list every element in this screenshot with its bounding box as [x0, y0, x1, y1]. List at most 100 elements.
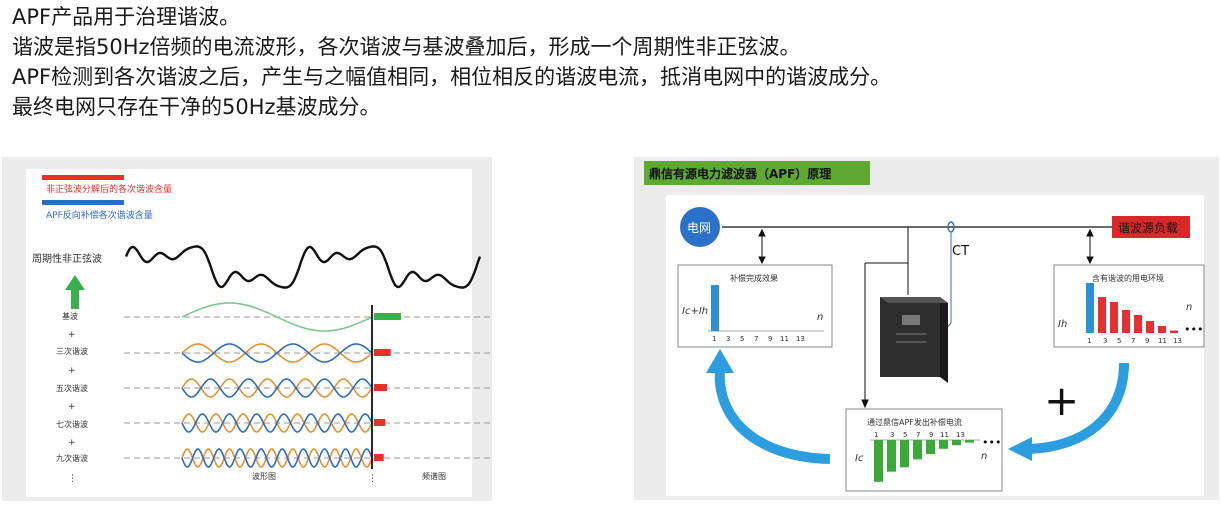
apf-output-chart-box	[845, 408, 1003, 492]
apf-output-bar	[900, 440, 909, 468]
row-label-7th: 七次谐波	[56, 419, 88, 429]
tick-label: 9	[1145, 337, 1149, 345]
tick-label: 7	[916, 431, 920, 439]
tick-label: 3	[1103, 337, 1107, 345]
spectrum-axis-label: 频谱图	[422, 471, 446, 481]
harmonic-decomposition-panel: 非正弦波分解后的各次谐波含量 APF反向补偿各次谐波含量 周期性非正弦波 基波 …	[2, 157, 492, 501]
spectrum-bar-fundamental	[374, 313, 401, 320]
apf-output-title: 通过鼎信APF发出补偿电流	[867, 417, 962, 427]
tick-label: 3	[890, 431, 894, 439]
waveform-axis-label: 波形图	[252, 471, 276, 481]
compensated-bar-1	[711, 285, 719, 331]
harmonic-3-wave-blue	[181, 343, 373, 363]
spectrum-bar-7th	[374, 419, 386, 426]
apf-principle-figure: 鼎信有源电力滤波器（APF）原理 电网 谐波源负载 CT	[644, 161, 1205, 496]
tick-label: 9	[768, 335, 772, 343]
fundamental-wave	[181, 302, 373, 332]
compensated-chart-box	[677, 264, 833, 348]
return-arrow-left	[714, 368, 831, 464]
apf-output-bars	[874, 440, 974, 482]
figure-background	[26, 169, 472, 497]
tick-label: 5	[903, 431, 907, 439]
intro-line-2: 谐波是指50Hz倍频的电流波形，各次谐波与基波叠加后，形成一个周期性非正弦波。	[12, 35, 801, 59]
compensated-title: 补偿完成效果	[730, 273, 778, 283]
waveform-label: 周期性非正弦波	[32, 252, 102, 265]
row-label-3rd: 三次谐波	[56, 346, 88, 356]
apf-output-ylabel: Ic	[855, 453, 864, 464]
apf-output-ellipsis: •••	[982, 436, 1001, 449]
tick-label: 13	[1173, 337, 1182, 345]
tick-label: 1	[712, 335, 716, 343]
spectrum-bar-5th	[374, 384, 387, 391]
apf-output-bar	[965, 440, 974, 443]
apf-output-bar	[939, 440, 948, 449]
harmonic-bar	[1158, 326, 1166, 333]
tick-label: 1	[874, 431, 878, 439]
harmonic-decomposition-figure: 非正弦波分解后的各次谐波含量 APF反向补偿各次谐波含量 周期性非正弦波 基波 …	[26, 169, 492, 497]
load-box	[1112, 216, 1190, 238]
diagram-title: 鼎信有源电力滤波器（APF）原理	[649, 166, 831, 181]
harmonic-bar	[1086, 283, 1094, 333]
tick-label: 3	[726, 335, 730, 343]
apf-output-bar	[913, 440, 922, 460]
harmonic-7-wave-blue	[181, 413, 373, 433]
harmonic-chart-box	[1053, 264, 1205, 348]
compensated-ylabel: Ic+Ih	[682, 306, 708, 317]
return-arrow-right	[1028, 362, 1129, 454]
plus-sign-2: +	[68, 366, 76, 376]
plus-sign-1: +	[68, 330, 76, 340]
harmonic-5-wave-blue	[181, 378, 373, 398]
legend-blue-label: APF反向补偿各次谐波含量	[46, 209, 153, 221]
legend-red-label: 非正弦波分解后的各次谐波含量	[46, 183, 172, 195]
apf-device-icon	[880, 297, 948, 383]
plus-icon: +	[1044, 376, 1079, 425]
tick-label: 9	[929, 431, 933, 439]
harmonic-ylabel: Ih	[1058, 319, 1067, 330]
harmonic-n-label: n	[1186, 302, 1192, 313]
sum-arrow-icon	[65, 275, 85, 309]
harmonic-bar	[1098, 297, 1106, 333]
diagram-title-bg	[644, 161, 870, 185]
harmonic-bar	[1110, 302, 1118, 333]
tick-label: 5	[740, 335, 744, 343]
apf-principle-panel: 鼎信有源电力滤波器（APF）原理 电网 谐波源负载 CT	[634, 157, 1219, 500]
apf-output-bar	[952, 440, 961, 446]
spectrum-bar-9th	[374, 454, 384, 461]
legend-blue-swatch	[42, 200, 124, 205]
spectrum-bar-3rd	[374, 349, 391, 356]
apf-output-bar	[887, 440, 896, 472]
composite-waveform	[124, 245, 482, 289]
tick-label: 13	[956, 431, 965, 439]
harmonic-bar	[1146, 321, 1154, 333]
load-label: 谐波源负载	[1118, 221, 1178, 235]
tick-label: 11	[1158, 337, 1167, 345]
separator-dots: ⋮	[368, 474, 377, 484]
harmonic-ellipsis: •••	[1184, 323, 1203, 336]
harmonic-9-wave-blue	[181, 448, 373, 468]
ct-label: CT	[952, 244, 969, 259]
apf-output-bar	[926, 440, 935, 455]
left-dots: ⋮	[68, 474, 77, 484]
plus-sign-3: +	[68, 402, 76, 412]
tick-label: 13	[796, 335, 805, 343]
tick-label: 11	[940, 431, 949, 439]
intro-line-4: 最终电网只存在干净的50Hz基波成分。	[12, 95, 381, 119]
tick-label: 5	[1117, 337, 1121, 345]
apf-output-n-label: n	[981, 451, 987, 462]
harmonic-bar	[1170, 330, 1178, 333]
return-arrow-left-head	[706, 349, 734, 373]
connector-arrows	[758, 227, 1094, 409]
ct-sensor-icon	[947, 221, 955, 233]
intro-text: APF产品用于治理谐波。 谐波是指50Hz倍频的电流波形，各次谐波与基波叠加后，…	[12, 2, 1212, 122]
legend-red-swatch	[42, 175, 124, 180]
intro-line-1: APF产品用于治理谐波。	[12, 5, 241, 29]
harmonic-title: 含有谐波的用电环境	[1092, 273, 1164, 283]
tick-label: 7	[754, 335, 758, 343]
tick-label: 11	[780, 335, 789, 343]
return-arrow-right-head	[1008, 437, 1032, 461]
harmonic-bars	[1086, 283, 1178, 333]
row-label-fundamental: 基波	[62, 311, 78, 321]
grid-node	[680, 207, 720, 247]
